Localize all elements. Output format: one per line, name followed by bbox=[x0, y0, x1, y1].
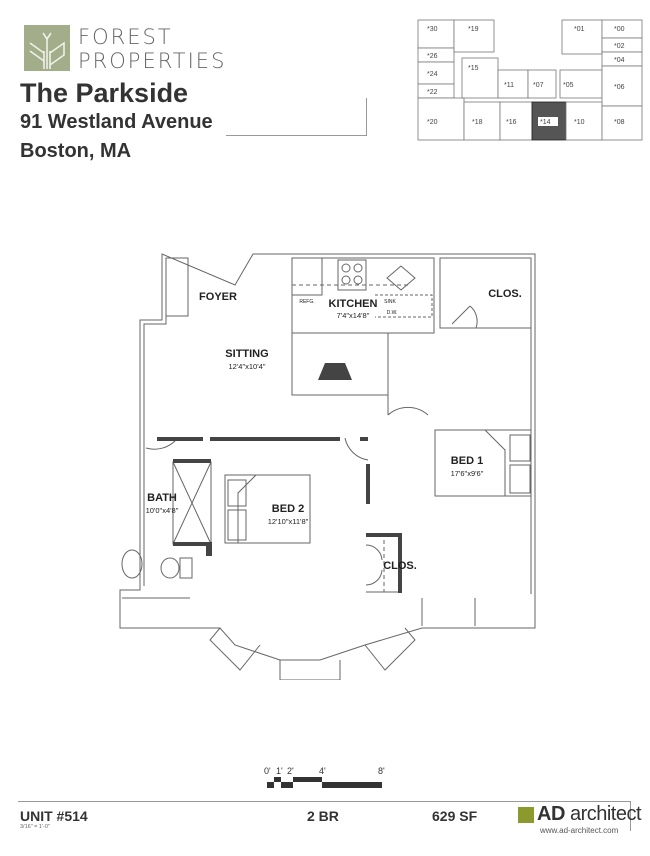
svg-text:BATH: BATH bbox=[147, 492, 177, 504]
svg-text:FOYER: FOYER bbox=[199, 291, 237, 303]
svg-text:*24: *24 bbox=[427, 71, 438, 78]
svg-text:*05: *05 bbox=[563, 82, 574, 89]
footer-divider bbox=[18, 801, 630, 802]
architect-rest: architect bbox=[564, 803, 642, 825]
key-plan: *30 *19 *01 *00 *02 *04 *26 *24 *22 *15 … bbox=[412, 18, 648, 144]
svg-text:BED 2: BED 2 bbox=[272, 503, 304, 515]
svg-text:7'4"x14'8": 7'4"x14'8" bbox=[337, 311, 370, 320]
svg-text:*22: *22 bbox=[427, 89, 438, 96]
architect-url: www.ad-architect.com bbox=[540, 826, 619, 835]
floor-plan: FOYER KITCHEN 7'4"x14'8" CLOS. SITTING 1… bbox=[110, 240, 550, 681]
svg-text:0': 0' bbox=[264, 766, 271, 776]
svg-text:SINK: SINK bbox=[384, 299, 396, 305]
scale-bar: 0' 1' 2' 4' 8' bbox=[262, 765, 402, 795]
svg-text:*18: *18 bbox=[472, 119, 483, 126]
svg-text:*06: *06 bbox=[614, 84, 625, 91]
architect-bold: AD bbox=[537, 803, 565, 825]
svg-text:*00: *00 bbox=[614, 26, 625, 33]
svg-text:2': 2' bbox=[287, 766, 294, 776]
svg-text:CLOS.: CLOS. bbox=[488, 288, 522, 300]
svg-text:KITCHEN: KITCHEN bbox=[329, 298, 378, 310]
svg-text:*14: *14 bbox=[540, 119, 551, 126]
svg-text:*01: *01 bbox=[574, 26, 585, 33]
svg-text:*16: *16 bbox=[506, 119, 517, 126]
property-name: The Parkside bbox=[20, 78, 189, 108]
svg-text:8': 8' bbox=[378, 766, 385, 776]
svg-text:BED 1: BED 1 bbox=[451, 455, 483, 467]
svg-text:12'4"x10'4": 12'4"x10'4" bbox=[229, 362, 266, 371]
svg-text:1': 1' bbox=[276, 766, 283, 776]
svg-text:SITTING: SITTING bbox=[225, 348, 268, 360]
bedroom-count: 2 BR bbox=[307, 808, 339, 824]
ad-architect-logo: AD architect bbox=[537, 803, 642, 826]
svg-text:*20: *20 bbox=[427, 119, 438, 126]
svg-text:*11: *11 bbox=[504, 82, 514, 89]
property-address: 91 Westland Avenue bbox=[20, 111, 213, 133]
svg-text:*04: *04 bbox=[614, 57, 625, 64]
divider bbox=[226, 135, 367, 136]
svg-text:D.W.: D.W. bbox=[387, 310, 398, 316]
svg-text:4': 4' bbox=[319, 766, 326, 776]
svg-text:*10: *10 bbox=[574, 119, 585, 126]
svg-text:17'6"x9'6": 17'6"x9'6" bbox=[451, 469, 484, 478]
square-footage: 629 SF bbox=[432, 808, 478, 824]
svg-text:*07: *07 bbox=[533, 82, 544, 89]
brand-name-line1: FOREST bbox=[78, 25, 173, 49]
svg-text:CLOS.: CLOS. bbox=[383, 560, 417, 572]
footer-divider bbox=[630, 801, 631, 831]
unit-number: UNIT #514 bbox=[20, 808, 88, 824]
svg-text:*26: *26 bbox=[427, 53, 438, 60]
svg-text:*08: *08 bbox=[614, 119, 625, 126]
svg-text:*19: *19 bbox=[468, 26, 479, 33]
tree-sprout-icon bbox=[29, 32, 65, 69]
svg-text:10'0"x4'8": 10'0"x4'8" bbox=[146, 506, 179, 515]
svg-text:*30: *30 bbox=[427, 26, 438, 33]
key-plan-unit-labels: *30 *19 *01 *00 *02 *04 *26 *24 *22 *15 … bbox=[427, 26, 625, 126]
forest-properties-logo bbox=[24, 25, 70, 71]
svg-text:*15: *15 bbox=[468, 65, 479, 72]
svg-text:*02: *02 bbox=[614, 43, 625, 50]
divider bbox=[366, 98, 367, 136]
svg-text:REFG.: REFG. bbox=[299, 299, 314, 305]
brand-name-line2: PROPERTIES bbox=[78, 49, 227, 73]
ad-architect-logo-icon bbox=[518, 807, 534, 823]
property-city: Boston, MA bbox=[20, 140, 132, 162]
svg-text:12'10"x11'8": 12'10"x11'8" bbox=[268, 517, 309, 526]
scale-note: 3/16" = 1'-0" bbox=[20, 824, 50, 830]
